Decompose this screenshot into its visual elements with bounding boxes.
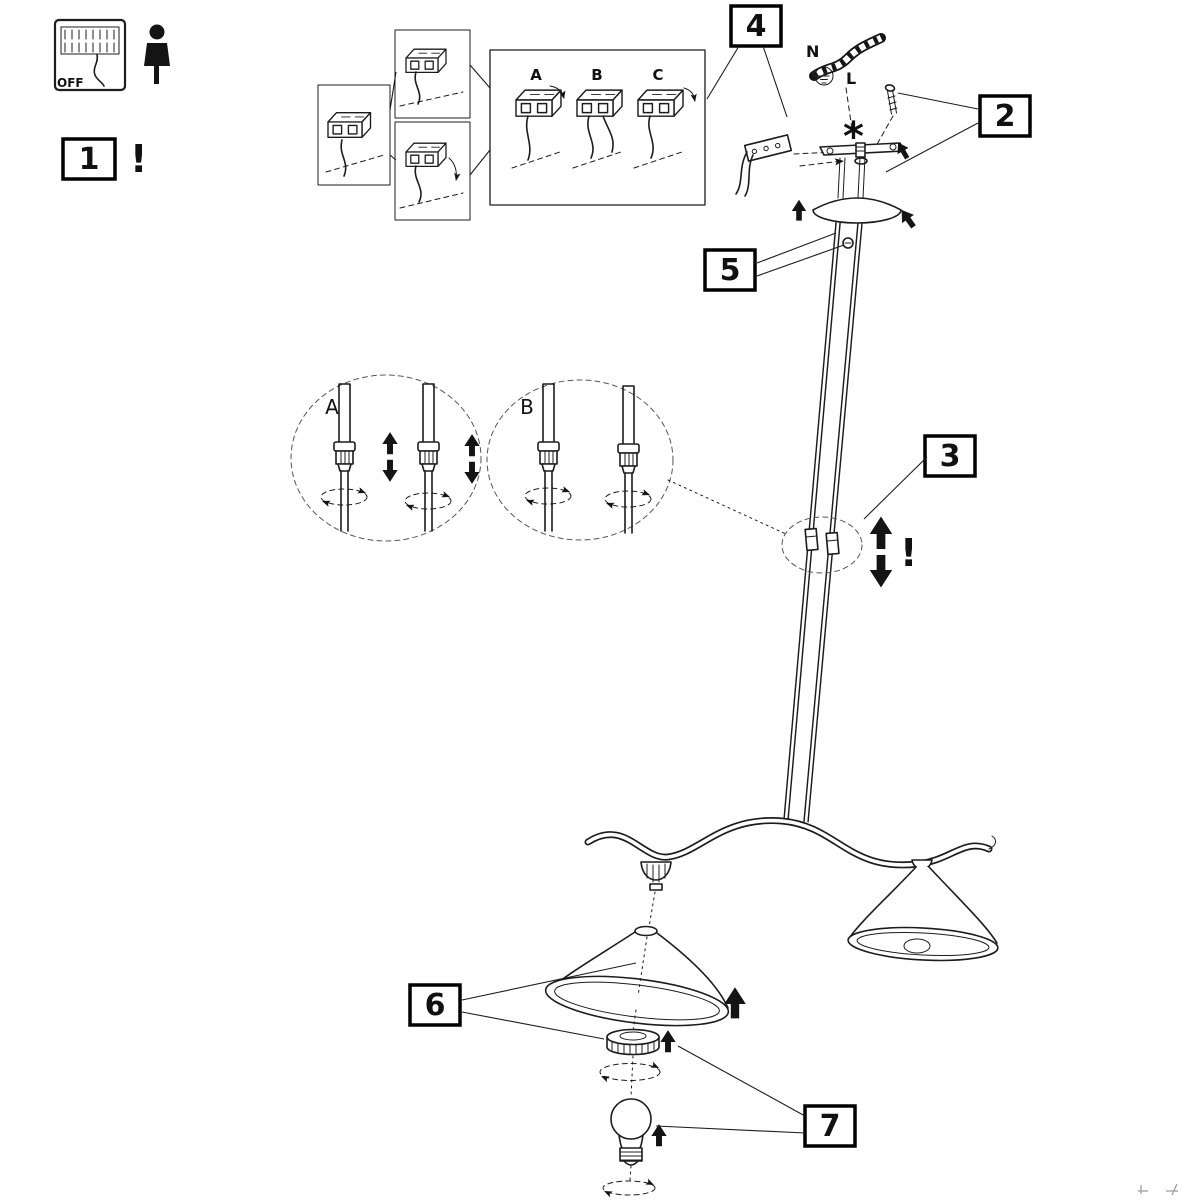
wire-connector <box>735 134 845 197</box>
canopy <box>791 197 920 249</box>
page-corner-marks <box>1138 1183 1178 1196</box>
right-shade <box>847 859 999 962</box>
warning-height-icon: ! <box>900 531 917 575</box>
step1-marker: 1 ! <box>61 137 147 181</box>
warning-step1-icon: ! <box>130 137 147 181</box>
rod-adjusters: ! <box>781 516 917 588</box>
step7-marker: 7 <box>655 1045 857 1148</box>
detail-view-b: B <box>486 379 787 541</box>
mounting-bracket: * <box>819 114 913 199</box>
detail-view-a: A <box>290 374 482 542</box>
ground-symbol <box>814 66 834 86</box>
step6-marker: 6 <box>408 962 637 1040</box>
mounting-screw <box>875 84 898 147</box>
lamp-frame <box>584 817 997 869</box>
connector-detail-box-left <box>317 84 391 186</box>
option-b-label: B <box>591 66 602 84</box>
step3-marker: 3 <box>863 434 977 520</box>
detail-a-label: A <box>325 395 339 419</box>
neutral-label: N <box>806 42 819 61</box>
step4-number: 4 <box>746 9 767 44</box>
off-label: OFF <box>57 76 84 90</box>
person-icon <box>144 24 170 84</box>
step4-marker: 4 <box>706 4 788 118</box>
connector-options-panel: A B C <box>469 49 706 206</box>
step5-number: 5 <box>720 253 741 288</box>
step1-number: 1 <box>79 142 100 177</box>
step3-number: 3 <box>940 439 961 474</box>
live-label: L <box>846 69 856 88</box>
option-c-label: C <box>652 66 663 84</box>
suspension-rods <box>783 211 864 823</box>
connector-detail-box-bottom <box>389 71 471 221</box>
breaker-off-icon: OFF <box>53 18 127 92</box>
step2-number: 2 <box>995 99 1016 134</box>
mains-cable: N L <box>806 33 886 137</box>
step7-number: 7 <box>820 1109 841 1144</box>
light-bulb <box>602 1098 667 1198</box>
connector-detail-box-top <box>394 29 471 119</box>
step2-marker: 2 <box>885 92 1032 173</box>
retaining-ring <box>599 1028 676 1098</box>
left-lampholder <box>640 861 672 928</box>
step5-marker: 5 <box>703 232 845 292</box>
left-shade <box>544 925 746 1032</box>
step6-number: 6 <box>425 988 446 1023</box>
option-a-label: A <box>530 66 542 84</box>
detail-b-label: B <box>520 395 534 419</box>
